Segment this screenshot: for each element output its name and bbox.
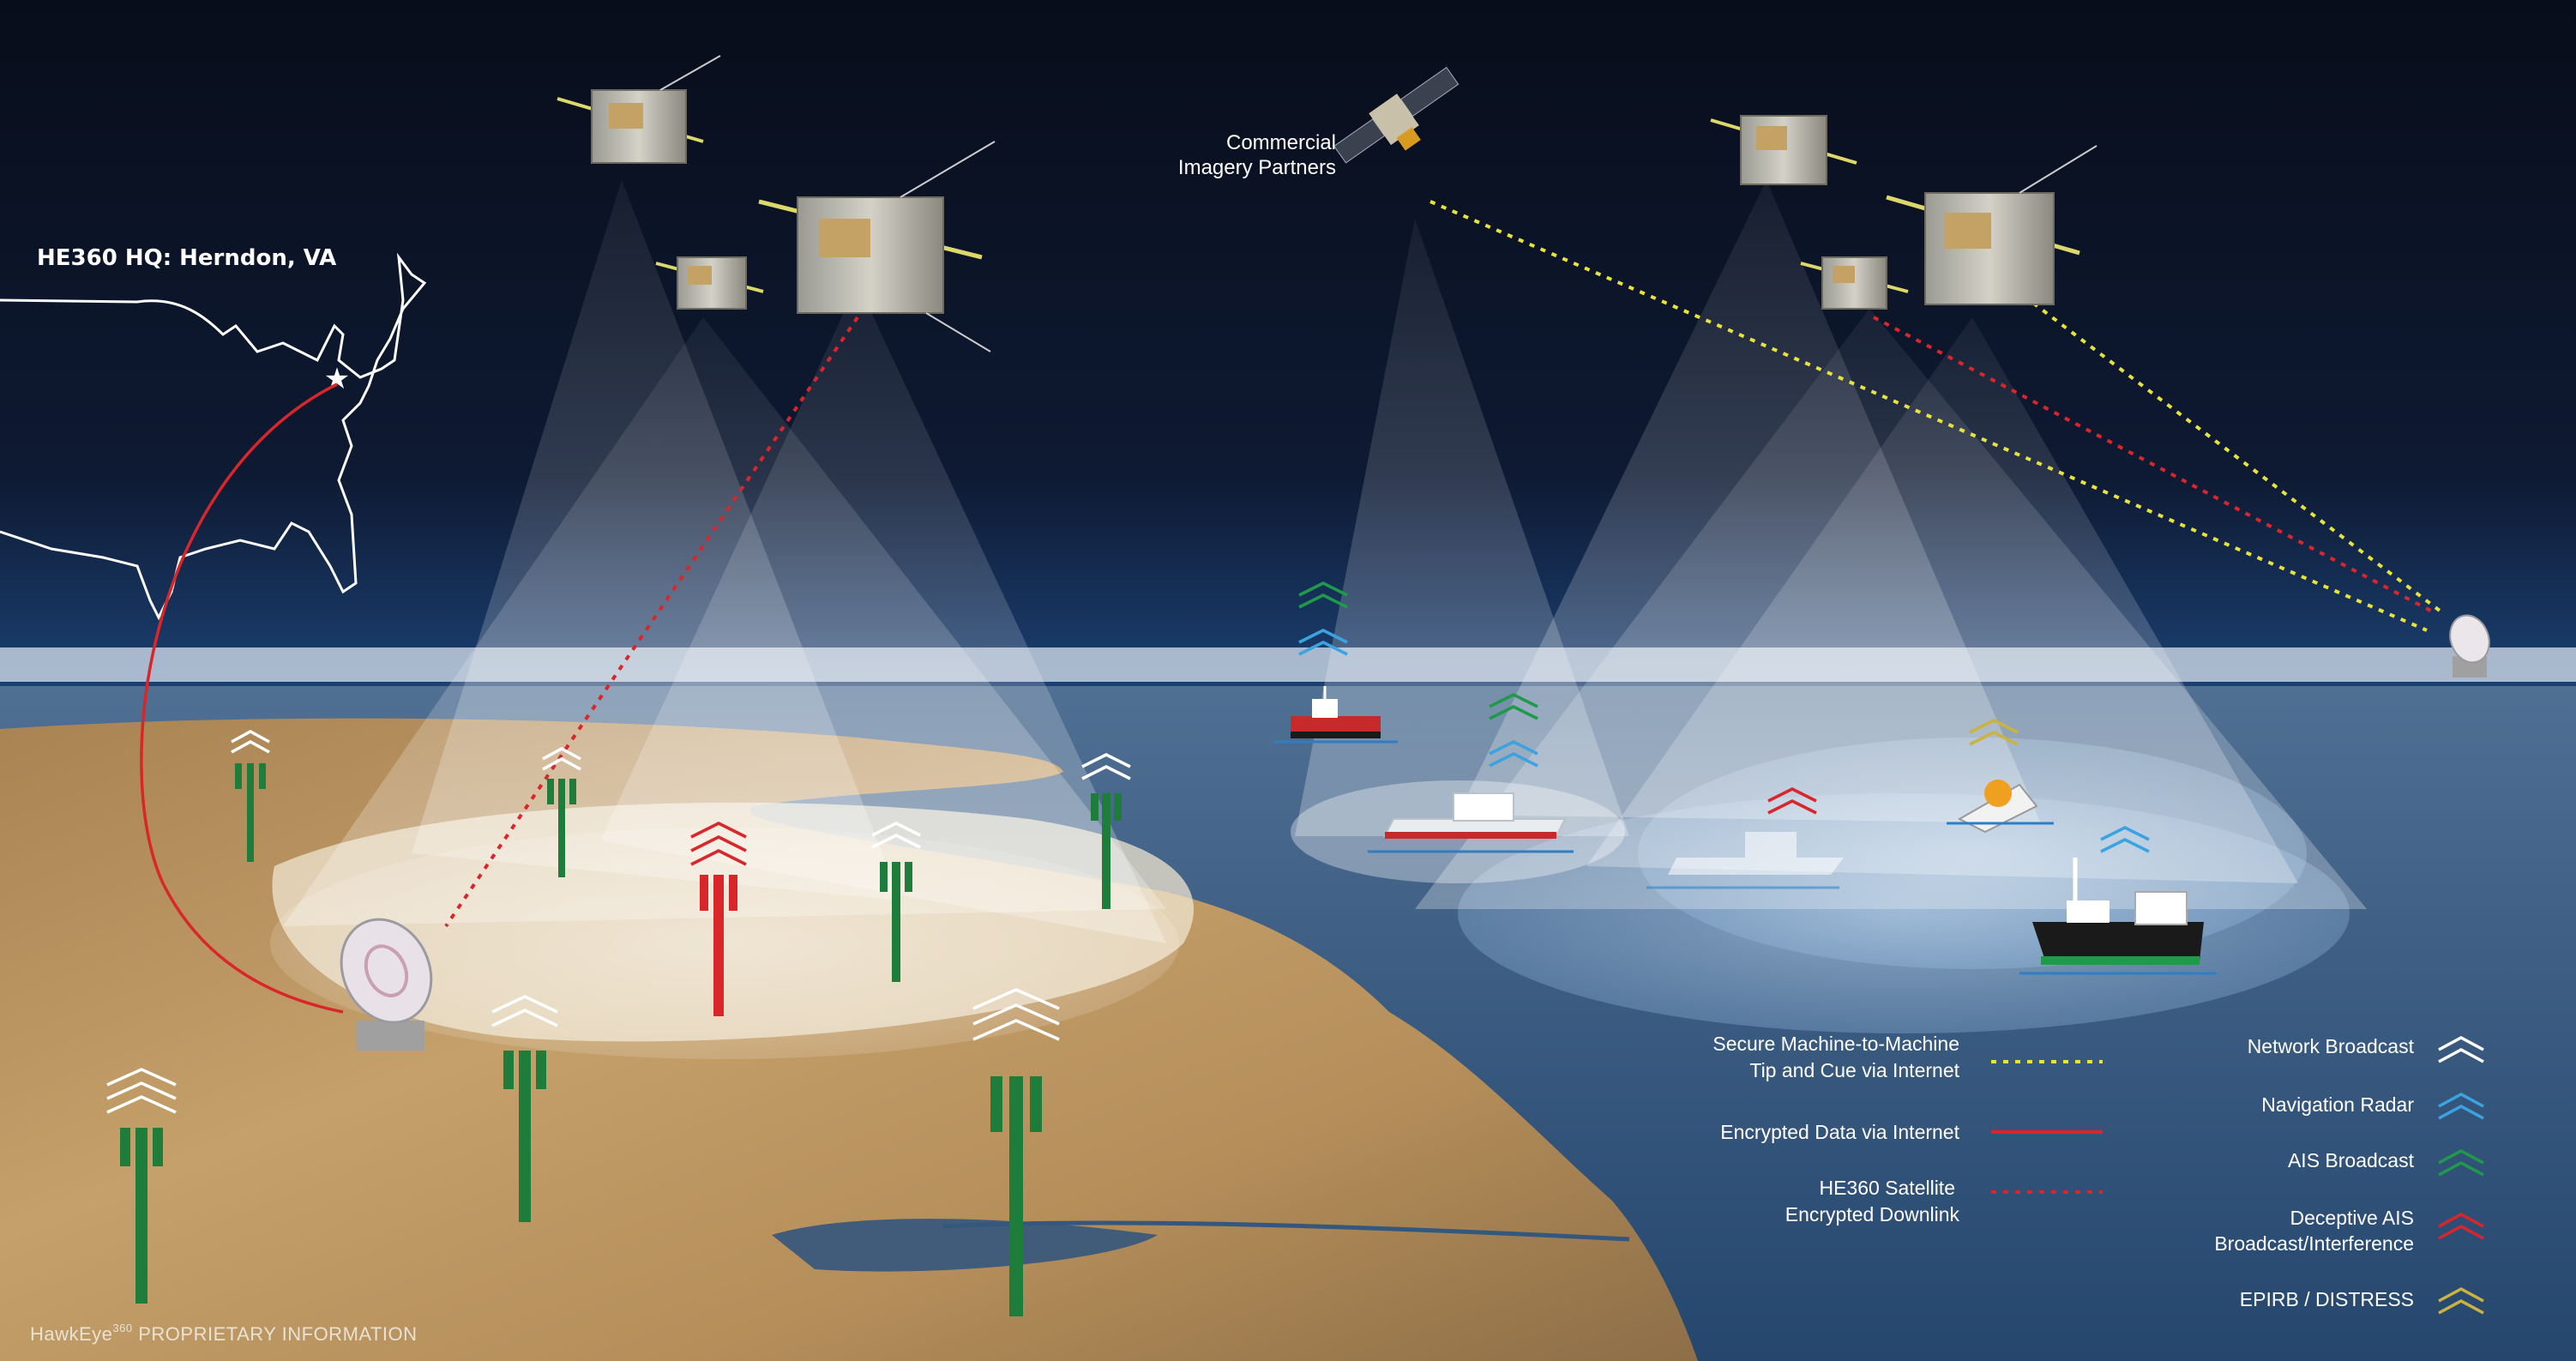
epirb-distress-chevron-icon xyxy=(1969,719,2019,746)
navigation-radar-chevron-icon xyxy=(1298,629,1348,656)
ship-in-distress xyxy=(1947,780,2054,834)
ship-small-red xyxy=(1273,686,1398,744)
legend-item-encrypted-data: Encrypted Data via Internet xyxy=(1720,1121,2103,1143)
commercial-partner-line2: Imagery Partners xyxy=(1178,156,1336,179)
legend-network-broadcast-label: Network Broadcast xyxy=(2248,1035,2415,1057)
deceptive-cell-tower xyxy=(700,875,737,1016)
ground-station-left xyxy=(340,918,433,1051)
hq-internet-link xyxy=(140,382,344,1014)
commercial-partner-line1: Commercial xyxy=(1226,131,1336,154)
epirb-distress-chevron-icon xyxy=(2438,1287,2484,1315)
footer-superscript: 360 xyxy=(112,1322,132,1334)
cell-tower xyxy=(235,763,266,862)
legend-label-line1: Secure Machine-to-Machine xyxy=(1712,1033,1959,1055)
navigation-radar-chevron-icon xyxy=(2100,826,2150,853)
satellite-beams xyxy=(283,180,2367,943)
cell-tower xyxy=(120,1128,163,1304)
horizon-haze xyxy=(0,647,2576,682)
lagoon xyxy=(772,1219,1158,1272)
satellite-encrypted-downlink xyxy=(444,316,859,928)
legend-deceptive-ais-line2: Broadcast/Interference xyxy=(2214,1232,2414,1255)
ship-cargo-vessel xyxy=(2019,858,2217,975)
navigation-radar-chevron-icon xyxy=(2438,1093,2484,1120)
hq-label: HE360 HQ: Herndon, VA xyxy=(37,245,336,271)
hq-star-icon: ★ xyxy=(324,362,350,396)
legend-ais-broadcast-label: AIS Broadcast xyxy=(2288,1149,2415,1171)
satellite-cluster-left xyxy=(557,55,996,352)
legend-label-line1: Encrypted Data via Internet xyxy=(1720,1121,1959,1143)
footer-brand: HawkEye xyxy=(30,1323,112,1345)
tip-cue-link-satellite xyxy=(2022,294,2441,612)
cell-tower xyxy=(547,779,576,877)
ais-broadcast-chevron-icon xyxy=(2438,1149,2484,1177)
deceptive-ais-chevron-icon xyxy=(1767,787,1817,815)
legend-item-satellite-downlink: HE360 Satellite Encrypted Downlink xyxy=(1785,1177,2103,1226)
network-broadcast-chevron-icon xyxy=(542,747,581,771)
footer-text: PROPRIETARY INFORMATION xyxy=(138,1323,417,1345)
signal-legend: Network Broadcast Navigation Radar AIS B… xyxy=(2214,1035,2484,1315)
network-broadcast-chevron-icon xyxy=(2438,1036,2484,1063)
encrypted-downlink-right xyxy=(1873,316,2436,615)
navigation-radar-chevron-icon xyxy=(1489,740,1538,768)
ais-broadcast-chevron-icon xyxy=(1298,581,1348,609)
satellite-cluster-right xyxy=(1710,115,2098,310)
network-broadcast-chevron-icon xyxy=(491,995,558,1027)
cell-tower xyxy=(503,1051,546,1222)
commercial-imagery-satellite xyxy=(1333,66,1460,164)
network-broadcast-chevron-icon xyxy=(1081,753,1131,780)
cell-towers xyxy=(120,763,1122,1316)
legend-navigation-radar-label: Navigation Radar xyxy=(2261,1093,2414,1116)
legend-label-line2: Tip and Cue via Internet xyxy=(1749,1059,1959,1081)
ground-station-right xyxy=(2449,614,2490,677)
tip-cue-link-commercial xyxy=(1429,200,2428,632)
footer-proprietary-notice: HawkEye360 PROPRIETARY INFORMATION xyxy=(30,1322,418,1345)
link-legend: Secure Machine-to-Machine Tip and Cue vi… xyxy=(1712,1033,2103,1226)
deceptive-ais-chevron-icon xyxy=(690,822,747,866)
legend-deceptive-ais-line1: Deceptive AIS xyxy=(2290,1207,2414,1229)
network-broadcast-chevron-icon xyxy=(106,1068,177,1114)
legend-label-line1: HE360 Satellite xyxy=(1819,1177,1955,1199)
legend-label-line2: Encrypted Downlink xyxy=(1785,1203,1960,1226)
network-broadcast-chevron-icon xyxy=(231,730,270,754)
network-broadcast-chevron-icon xyxy=(972,988,1060,1041)
ais-broadcast-chevron-icon xyxy=(1489,693,1538,720)
ship-research-vessel xyxy=(1368,792,1574,853)
scene-signal-chevrons xyxy=(106,581,2150,1114)
cell-tower xyxy=(1091,793,1122,909)
legend-item-tip-and-cue: Secure Machine-to-Machine Tip and Cue vi… xyxy=(1712,1033,2103,1081)
deceptive-ais-chevron-icon xyxy=(2438,1213,2484,1240)
ship-ghost-vessel xyxy=(1646,832,1844,889)
cell-tower xyxy=(990,1076,1042,1316)
cell-tower xyxy=(880,862,912,982)
us-east-coast-outline xyxy=(0,252,427,621)
legend-epirb-distress-label: EPIRB / DISTRESS xyxy=(2240,1288,2414,1310)
network-broadcast-chevron-icon xyxy=(871,822,921,849)
